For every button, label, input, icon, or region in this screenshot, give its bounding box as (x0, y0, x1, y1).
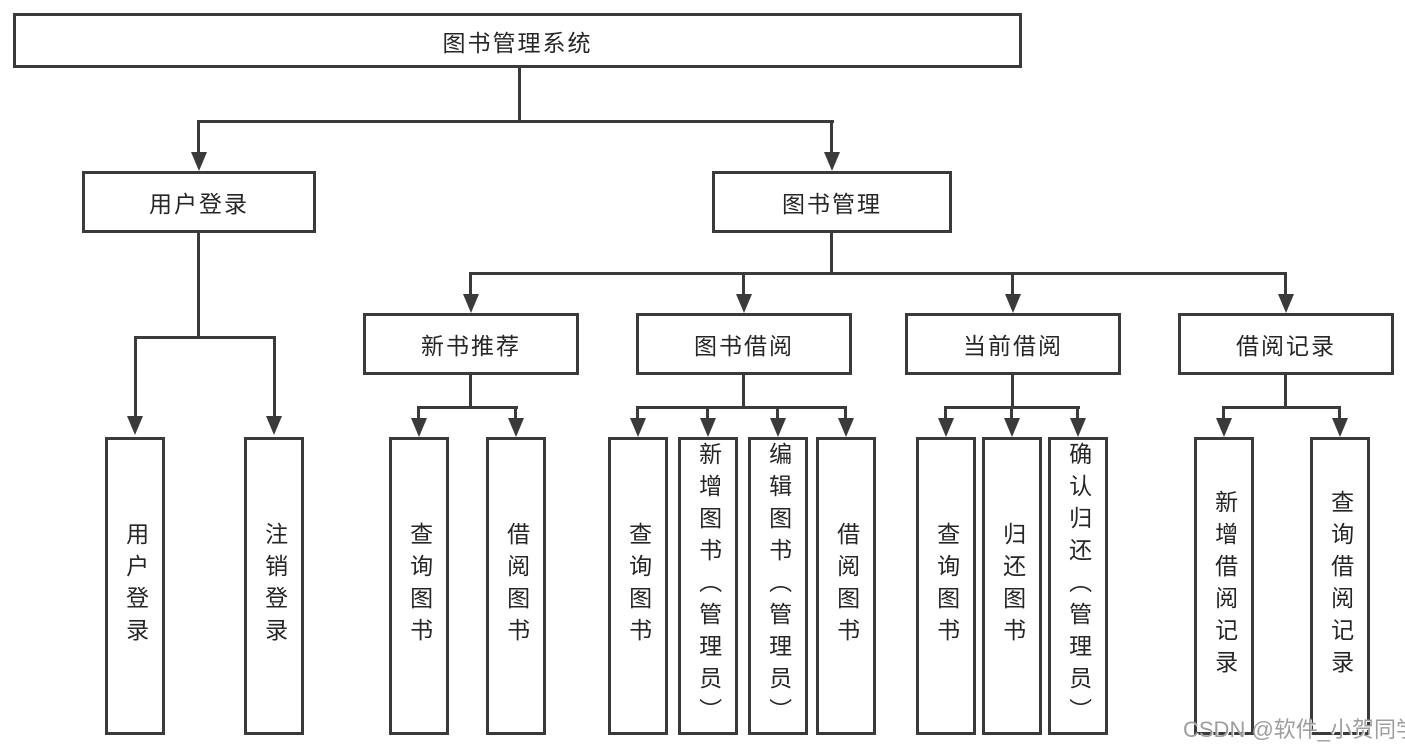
arrowhead-down-icon (266, 416, 282, 435)
node-book-management: 图书管理 (712, 171, 952, 233)
connector-drop-borrowing-records (1284, 272, 1287, 294)
connector-drop-leaf-logout (273, 336, 276, 416)
connector-book-borrowing-stem (742, 375, 745, 406)
connector-book-management-rail (469, 272, 1287, 275)
connector-user-login-stem (197, 233, 200, 336)
leaf-label: 注销登录 (261, 522, 288, 650)
leaf-logout: 注销登录 (244, 437, 304, 735)
leaf-label: 确认归还（管理员） (1065, 442, 1092, 730)
arrowhead-down-icon (736, 294, 752, 313)
leaf-label: 新增图书（管理员） (695, 442, 722, 730)
connector-drop-book-management (830, 120, 833, 153)
arrowhead-down-icon (1216, 418, 1232, 437)
arrowhead-down-icon (508, 418, 524, 437)
leaf-query-books-current: 查询图书 (916, 437, 976, 735)
node-current-borrowing: 当前借阅 (905, 313, 1121, 375)
connector-drop-book-borrowing (742, 272, 745, 294)
arrowhead-down-icon (1005, 294, 1021, 313)
leaf-label: 查询图书 (933, 522, 960, 650)
connector-new-book-rail (417, 406, 518, 409)
connector-borrowing-records-stem (1284, 375, 1287, 406)
leaf-add-book-admin: 新增图书（管理员） (678, 437, 738, 735)
node-new-book-recommendation: 新书推荐 (363, 313, 579, 375)
connector-drop (1338, 406, 1341, 418)
connector-drop-current-borrowing (1011, 272, 1014, 294)
connector-drop (1010, 406, 1013, 418)
leaf-edit-book-admin: 编辑图书（管理员） (748, 437, 808, 735)
node-book-borrowing: 图书借阅 (636, 313, 852, 375)
arrowhead-down-icon (938, 418, 954, 437)
arrowhead-down-icon (700, 418, 716, 437)
connector-drop (844, 406, 847, 418)
leaf-label: 查询图书 (406, 522, 433, 650)
connector-borrowing-records-rail (1222, 406, 1341, 409)
connector-drop (1222, 406, 1225, 418)
connector-user-login-rail (134, 336, 276, 339)
arrowhead-down-icon (1278, 294, 1294, 313)
leaf-label: 归还图书 (999, 522, 1026, 650)
leaf-confirm-return-admin: 确认归还（管理员） (1048, 437, 1108, 735)
connector-root-rail (197, 120, 834, 123)
csdn-watermark: CSDN @软件_小贺同学 (1183, 717, 1405, 742)
arrowhead-down-icon (824, 152, 840, 171)
leaf-label: 查询借阅记录 (1327, 490, 1354, 682)
node-library-management-system: 图书管理系统 (13, 13, 1022, 68)
arrowhead-down-icon (1070, 418, 1086, 437)
leaf-label: 用户登录 (122, 522, 149, 650)
connector-drop (944, 406, 947, 418)
arrowhead-down-icon (191, 152, 207, 171)
arrowhead-down-icon (411, 418, 427, 437)
connector-new-book-stem (469, 375, 472, 406)
connector-drop (636, 406, 639, 418)
connector-drop (776, 406, 779, 418)
connector-book-borrowing-rail (636, 406, 847, 409)
leaf-label: 新增借阅记录 (1211, 490, 1238, 682)
arrowhead-down-icon (1004, 418, 1020, 437)
arrowhead-down-icon (838, 418, 854, 437)
arrowhead-down-icon (463, 294, 479, 313)
arrowhead-down-icon (127, 416, 143, 435)
arrowhead-down-icon (770, 418, 786, 437)
leaf-borrow-books-borrowing: 借阅图书 (816, 437, 876, 735)
node-user-login: 用户登录 (82, 171, 316, 233)
node-borrowing-records: 借阅记录 (1178, 313, 1394, 375)
arrowhead-down-icon (1332, 418, 1348, 437)
arrowhead-down-icon (630, 418, 646, 437)
leaf-borrow-books-recommendation: 借阅图书 (486, 437, 546, 735)
leaf-label: 借阅图书 (833, 522, 860, 650)
leaf-label: 编辑图书（管理员） (765, 442, 792, 730)
leaf-query-books-borrowing: 查询图书 (608, 437, 668, 735)
connector-book-management-stem (830, 233, 833, 272)
connector-drop-user-login (197, 120, 200, 153)
connector-current-borrowing-stem (1011, 375, 1014, 406)
leaf-query-borrow-record: 查询借阅记录 (1310, 437, 1370, 735)
leaf-add-borrow-record: 新增借阅记录 (1194, 437, 1254, 735)
connector-drop-new-book (469, 272, 472, 294)
leaf-user-login: 用户登录 (105, 437, 165, 735)
connector-drop (514, 406, 517, 418)
connector-drop (706, 406, 709, 418)
leaf-label: 查询图书 (625, 522, 652, 650)
leaf-query-books-recommendation: 查询图书 (389, 437, 449, 735)
connector-root-stem (518, 68, 521, 120)
connector-drop-leaf-user-login (134, 336, 137, 416)
connector-drop (417, 406, 420, 418)
leaf-return-book: 归还图书 (982, 437, 1042, 735)
leaf-label: 借阅图书 (503, 522, 530, 650)
connector-drop (1076, 406, 1079, 418)
